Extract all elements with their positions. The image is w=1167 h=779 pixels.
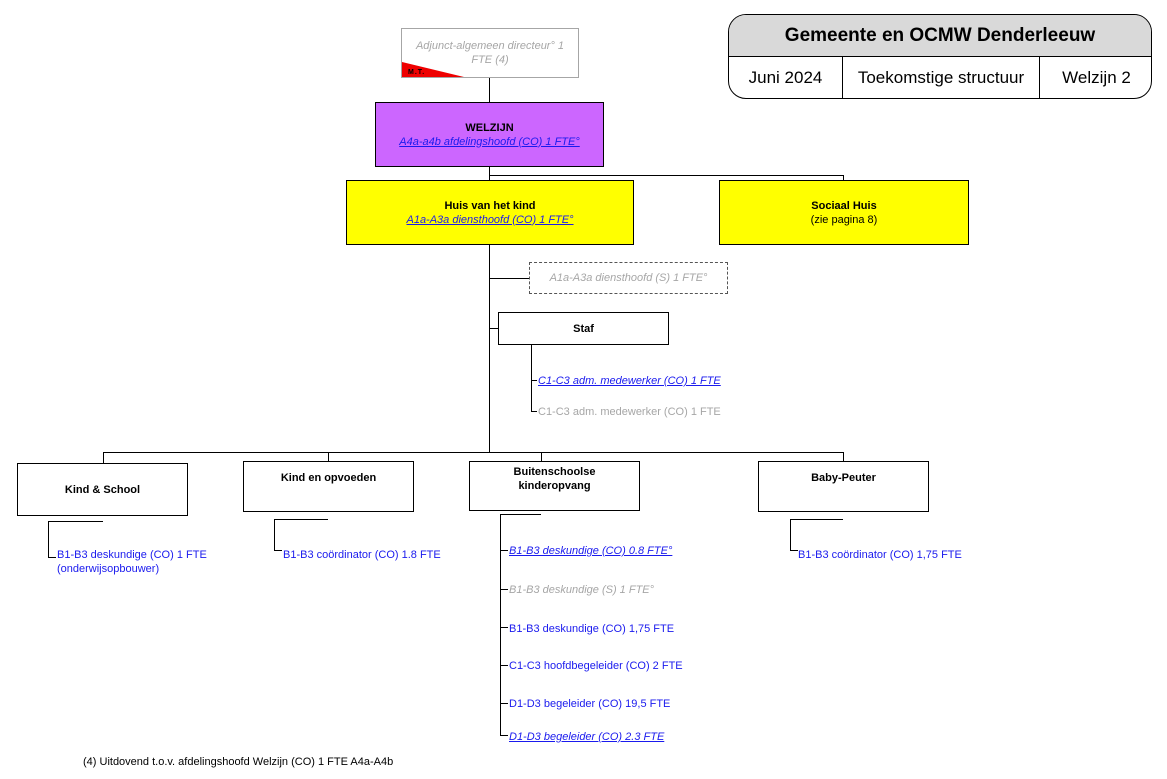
- sociaal-huis-note: (zie pagina 8): [810, 213, 878, 226]
- team-buitenschoolse-title-2: kinderopvang: [518, 480, 591, 492]
- staf-item-2: C1-C3 adm. medewerker (CO) 1 FTE: [538, 406, 721, 418]
- welzijn-title: WELZIJN: [465, 121, 514, 134]
- header-date: Juni 2024: [729, 57, 843, 98]
- buitenschoolse-item-4: C1-C3 hoofdbegeleider (CO) 2 FTE: [509, 660, 683, 672]
- welzijn-role[interactable]: A4a-a4b afdelingshoofd (CO) 1 FTE°: [399, 135, 580, 148]
- staf-box: Staf: [498, 312, 669, 345]
- huis-van-het-kind-box: Huis van het kind A1a-A3a diensthoofd (C…: [346, 180, 634, 245]
- buitenschoolse-item-3: B1-B3 deskundige (CO) 1,75 FTE: [509, 623, 675, 635]
- team-baby-peuter-title: Baby-Peuter: [811, 472, 876, 484]
- header-card: Gemeente en OCMW Denderleeuw Juni 2024 T…: [728, 14, 1152, 99]
- team-kind-school-box: Kind & School: [17, 463, 188, 516]
- huis-van-het-kind-role[interactable]: A1a-A3a diensthoofd (CO) 1 FTE°: [406, 213, 574, 226]
- welzijn-box: WELZIJN A4a-a4b afdelingshoofd (CO) 1 FT…: [375, 102, 604, 167]
- director-box: Adjunct-algemeen directeur° 1 FTE (4) M.…: [401, 28, 579, 78]
- mt-badge-label: M.T.: [408, 69, 426, 76]
- team-kind-opvoeden-box: Kind en opvoeden: [243, 461, 414, 512]
- kind-school-item-1: B1-B3 deskundige (CO) 1 FTE: [57, 549, 207, 561]
- buitenschoolse-item-1[interactable]: B1-B3 deskundige (CO) 0.8 FTE°: [509, 545, 673, 557]
- team-baby-peuter-box: Baby-Peuter: [758, 461, 929, 512]
- team-kind-school-title: Kind & School: [64, 483, 141, 496]
- team-kind-opvoeden-title: Kind en opvoeden: [280, 472, 377, 484]
- kind-opvoeden-item-1: B1-B3 coördinator (CO) 1.8 FTE: [283, 549, 441, 561]
- sociaal-huis-title: Sociaal Huis: [811, 199, 877, 212]
- staf-item-1[interactable]: C1-C3 adm. medewerker (CO) 1 FTE: [538, 375, 721, 387]
- kind-school-item-2: (onderwijsopbouwer): [57, 563, 160, 575]
- buitenschoolse-item-2: B1-B3 deskundige (S) 1 FTE°: [509, 584, 655, 596]
- baby-peuter-item-1: B1-B3 coördinator (CO) 1,75 FTE: [798, 549, 962, 561]
- footnote: (4) Uitdovend t.o.v. afdelingshoofd Welz…: [83, 756, 394, 768]
- buitenschoolse-item-6[interactable]: D1-D3 begeleider (CO) 2.3 FTE: [509, 731, 665, 743]
- staf-title: Staf: [573, 322, 594, 335]
- director-line1: Adjunct-algemeen directeur° 1: [415, 40, 565, 52]
- header-page: Welzijn 2: [1062, 68, 1131, 87]
- header-title: Gemeente en OCMW Denderleeuw: [729, 15, 1151, 57]
- huis-van-het-kind-title: Huis van het kind: [444, 199, 536, 212]
- vacancy-box: A1a-A3a diensthoofd (S) 1 FTE°: [529, 262, 728, 294]
- mt-badge-icon: [402, 62, 464, 77]
- vacancy-role: A1a-A3a diensthoofd (S) 1 FTE°: [549, 272, 708, 284]
- header-structure: Toekomstige structuur: [843, 57, 1040, 98]
- team-buitenschoolse-box: Buitenschoolse kinderopvang: [469, 461, 640, 511]
- team-buitenschoolse-title-1: Buitenschoolse: [513, 466, 596, 478]
- sociaal-huis-box: Sociaal Huis (zie pagina 8): [719, 180, 969, 245]
- buitenschoolse-item-5: D1-D3 begeleider (CO) 19,5 FTE: [509, 698, 671, 710]
- director-line2: FTE (4): [471, 54, 509, 66]
